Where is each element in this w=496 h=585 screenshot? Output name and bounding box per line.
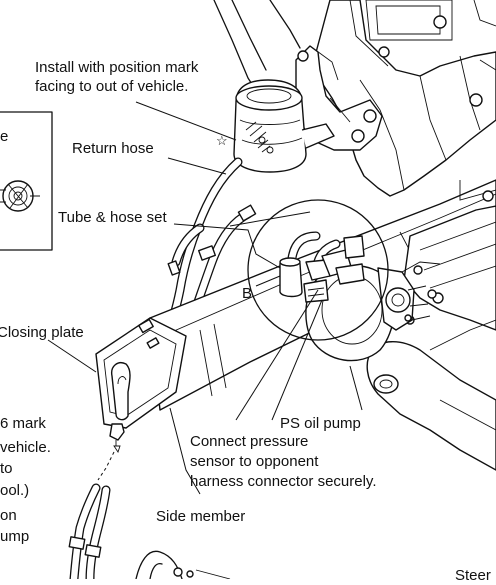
ps-oil-pump-label: PS oil pump	[280, 415, 361, 432]
connect-label-line1: Connect pressure	[190, 433, 309, 450]
left-cut-text-6: ump	[0, 528, 30, 545]
tube-hose-set-label: Tube & hose set	[58, 209, 167, 226]
inset-box	[0, 111, 53, 251]
return-hose-label: Return hose	[72, 140, 154, 157]
install-mark-label-line1: Install with position mark	[35, 59, 199, 76]
left-cut-text-1: 6 mark	[0, 415, 46, 432]
left-cut-text-3: to	[0, 460, 13, 477]
left-cut-text-2: vehicle.	[0, 439, 51, 456]
ps-oil-pump	[305, 261, 441, 362]
closing-plate-label: Closing plate	[0, 324, 84, 341]
closing-plate	[95, 317, 187, 454]
install-mark-label-line2: facing to out of vehicle.	[35, 78, 189, 95]
connect-label-line2: sensor to opponent	[190, 453, 319, 470]
lower-hoses	[68, 451, 231, 579]
connect-label-line3: harness connector securely.	[190, 473, 377, 490]
point-b-label: B	[242, 285, 253, 302]
reservoir-tank: ☆	[216, 79, 335, 173]
inset-cut-text: e	[0, 128, 9, 145]
side-member-label: Side member	[156, 508, 246, 525]
bottom-right-cut-text: Steer	[455, 567, 491, 584]
position-mark-star: ☆	[216, 133, 228, 148]
engine-body-structure	[213, 0, 496, 197]
detail-circle	[247, 199, 389, 341]
left-cut-text-4: ool.)	[0, 482, 30, 499]
leader-lines	[47, 101, 363, 495]
left-cut-text-5: on	[0, 507, 17, 524]
